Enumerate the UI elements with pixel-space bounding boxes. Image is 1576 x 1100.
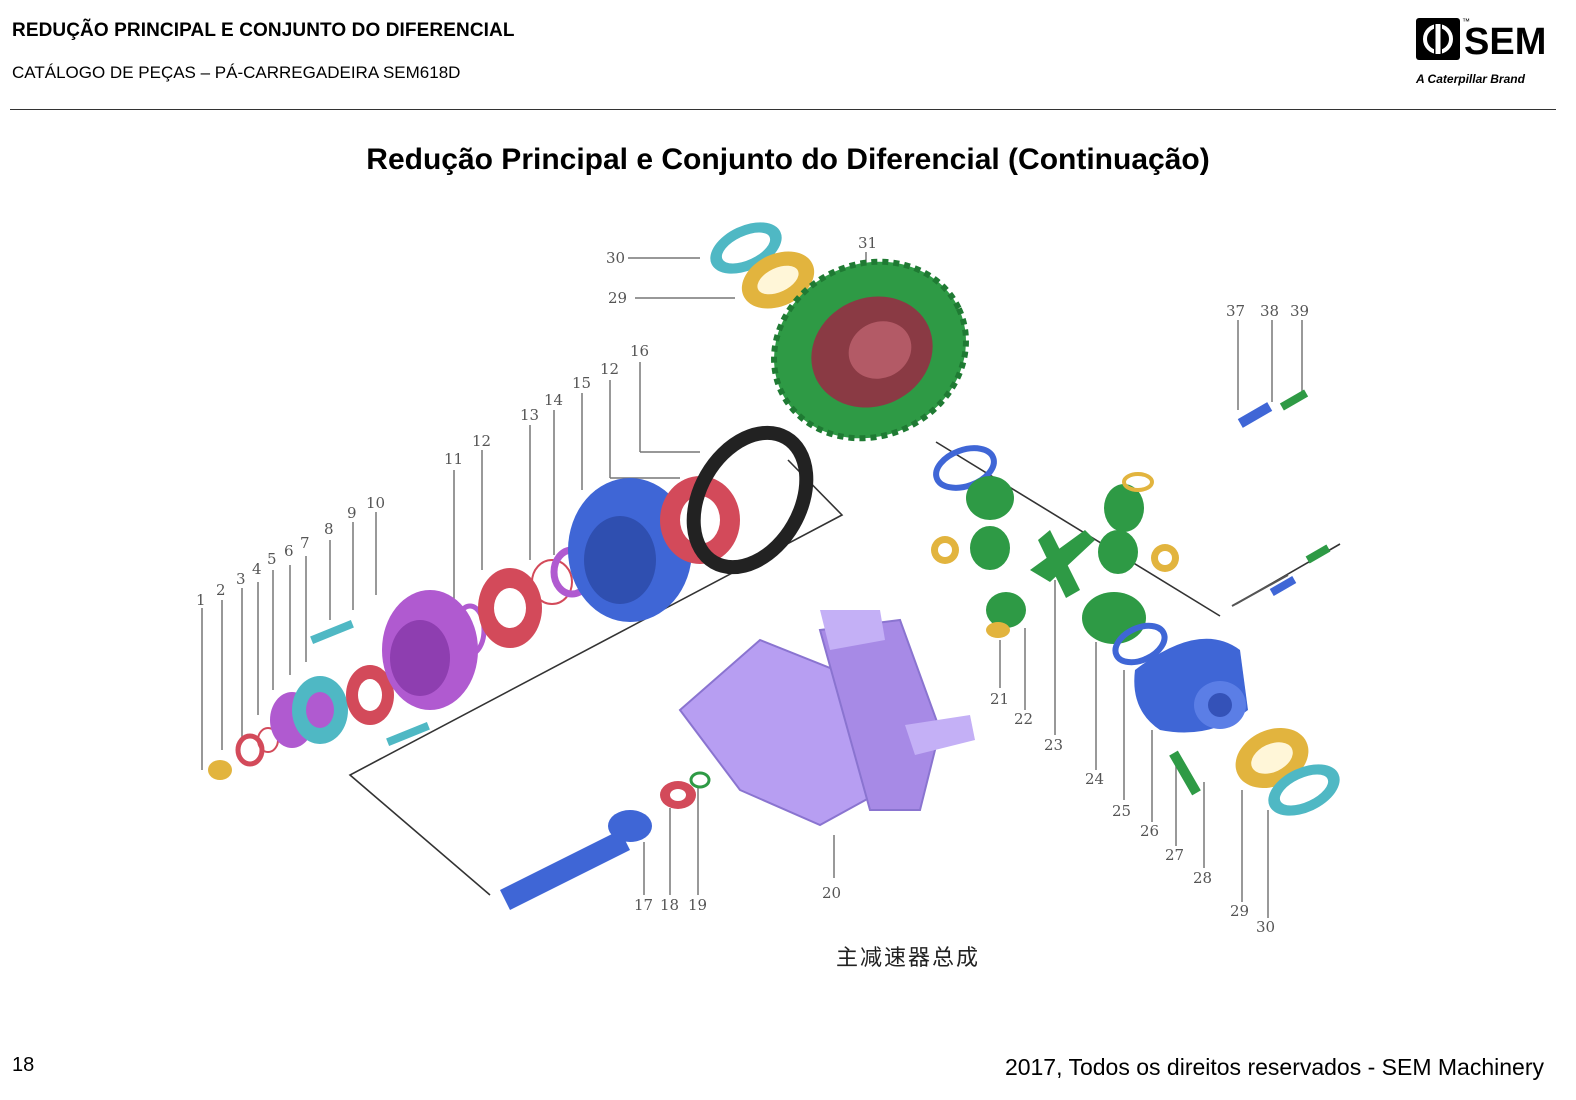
part-number-label: 3 bbox=[236, 570, 246, 588]
logo-caption: A Caterpillar Brand bbox=[1416, 72, 1525, 86]
page-title: Redução Principal e Conjunto do Diferenc… bbox=[366, 143, 1210, 176]
part-number-label: 16 bbox=[630, 342, 649, 360]
part-small-bolt-set-top bbox=[1237, 389, 1309, 428]
header-title: REDUÇÃO PRINCIPAL E CONJUNTO DO DIFERENC… bbox=[12, 20, 515, 41]
part-bearing-bottom-right bbox=[1169, 727, 1340, 816]
part-number-label: 19 bbox=[688, 896, 707, 914]
part-number-label: 30 bbox=[1256, 918, 1275, 936]
part-number-label: 23 bbox=[1044, 736, 1063, 754]
part-diff-housing bbox=[1134, 638, 1248, 733]
part-number-label: 12 bbox=[472, 432, 491, 450]
diagram-caption: 主减速器总成 bbox=[836, 946, 981, 971]
part-number-label: 13 bbox=[520, 406, 539, 424]
part-crown-gear bbox=[771, 258, 969, 442]
part-number-label: 6 bbox=[284, 542, 294, 560]
part-number-label: 25 bbox=[1112, 802, 1131, 820]
logo-tm: ™ bbox=[1462, 17, 1470, 26]
part-number-label: 29 bbox=[608, 289, 627, 307]
part-number-label: 24 bbox=[1085, 770, 1104, 788]
part-number-label: 2 bbox=[216, 581, 226, 599]
part-bearing-top bbox=[710, 222, 815, 309]
part-number-label: 15 bbox=[572, 374, 591, 392]
header-subtitle: CATÁLOGO DE PEÇAS – PÁ-CARREGADEIRA SEM6… bbox=[12, 63, 461, 82]
part-number-label: 17 bbox=[634, 896, 653, 914]
part-number-label: 37 bbox=[1226, 302, 1245, 320]
header-divider bbox=[10, 109, 1556, 110]
logo-brand: SEM bbox=[1464, 21, 1546, 63]
part-number-label: 39 bbox=[1290, 302, 1309, 320]
part-number-label: 26 bbox=[1140, 822, 1159, 840]
part-number-label: 4 bbox=[252, 560, 262, 578]
part-differential-gears bbox=[931, 445, 1179, 666]
part-number-labels: 1 2 3 4 5 6 7 8 9 10 11 12 13 14 15 12 1… bbox=[196, 234, 1309, 936]
part-number-label: 5 bbox=[267, 550, 277, 568]
page-number: 18 bbox=[12, 1054, 35, 1076]
part-number-label: 30 bbox=[606, 249, 625, 267]
part-number-label: 29 bbox=[1230, 902, 1249, 920]
part-main-housing bbox=[678, 610, 975, 827]
sem-logo: SEM ™ bbox=[1416, 17, 1546, 63]
part-number-label: 12 bbox=[600, 360, 619, 378]
exploded-diagram: 1 2 3 4 5 6 7 8 9 10 11 12 13 14 15 12 1… bbox=[196, 222, 1341, 936]
part-number-label: 11 bbox=[444, 450, 463, 468]
part-number-label: 14 bbox=[544, 391, 563, 409]
leader-lines bbox=[201, 252, 1303, 918]
part-number-label: 18 bbox=[660, 896, 679, 914]
part-number-label: 7 bbox=[300, 534, 310, 552]
part-number-label: 27 bbox=[1165, 846, 1184, 864]
part-number-label: 28 bbox=[1193, 869, 1212, 887]
part-pinion-shaft bbox=[500, 771, 711, 910]
part-number-label: 21 bbox=[990, 690, 1009, 708]
part-number-label: 22 bbox=[1014, 710, 1033, 728]
part-number-label: 10 bbox=[366, 494, 385, 512]
part-number-label: 8 bbox=[324, 520, 334, 538]
part-number-label: 20 bbox=[822, 884, 841, 902]
part-number-label: 31 bbox=[858, 234, 877, 252]
footer-copyright: 2017, Todos os direitos reservados - SEM… bbox=[1004, 1054, 1544, 1080]
part-number-label: 38 bbox=[1260, 302, 1279, 320]
part-number-label: 1 bbox=[196, 591, 206, 609]
part-small-bolt-set-mid bbox=[1231, 544, 1331, 607]
part-number-label: 9 bbox=[347, 504, 357, 522]
part-flange-stack bbox=[208, 425, 814, 780]
sem-logo-icon bbox=[1416, 18, 1460, 60]
